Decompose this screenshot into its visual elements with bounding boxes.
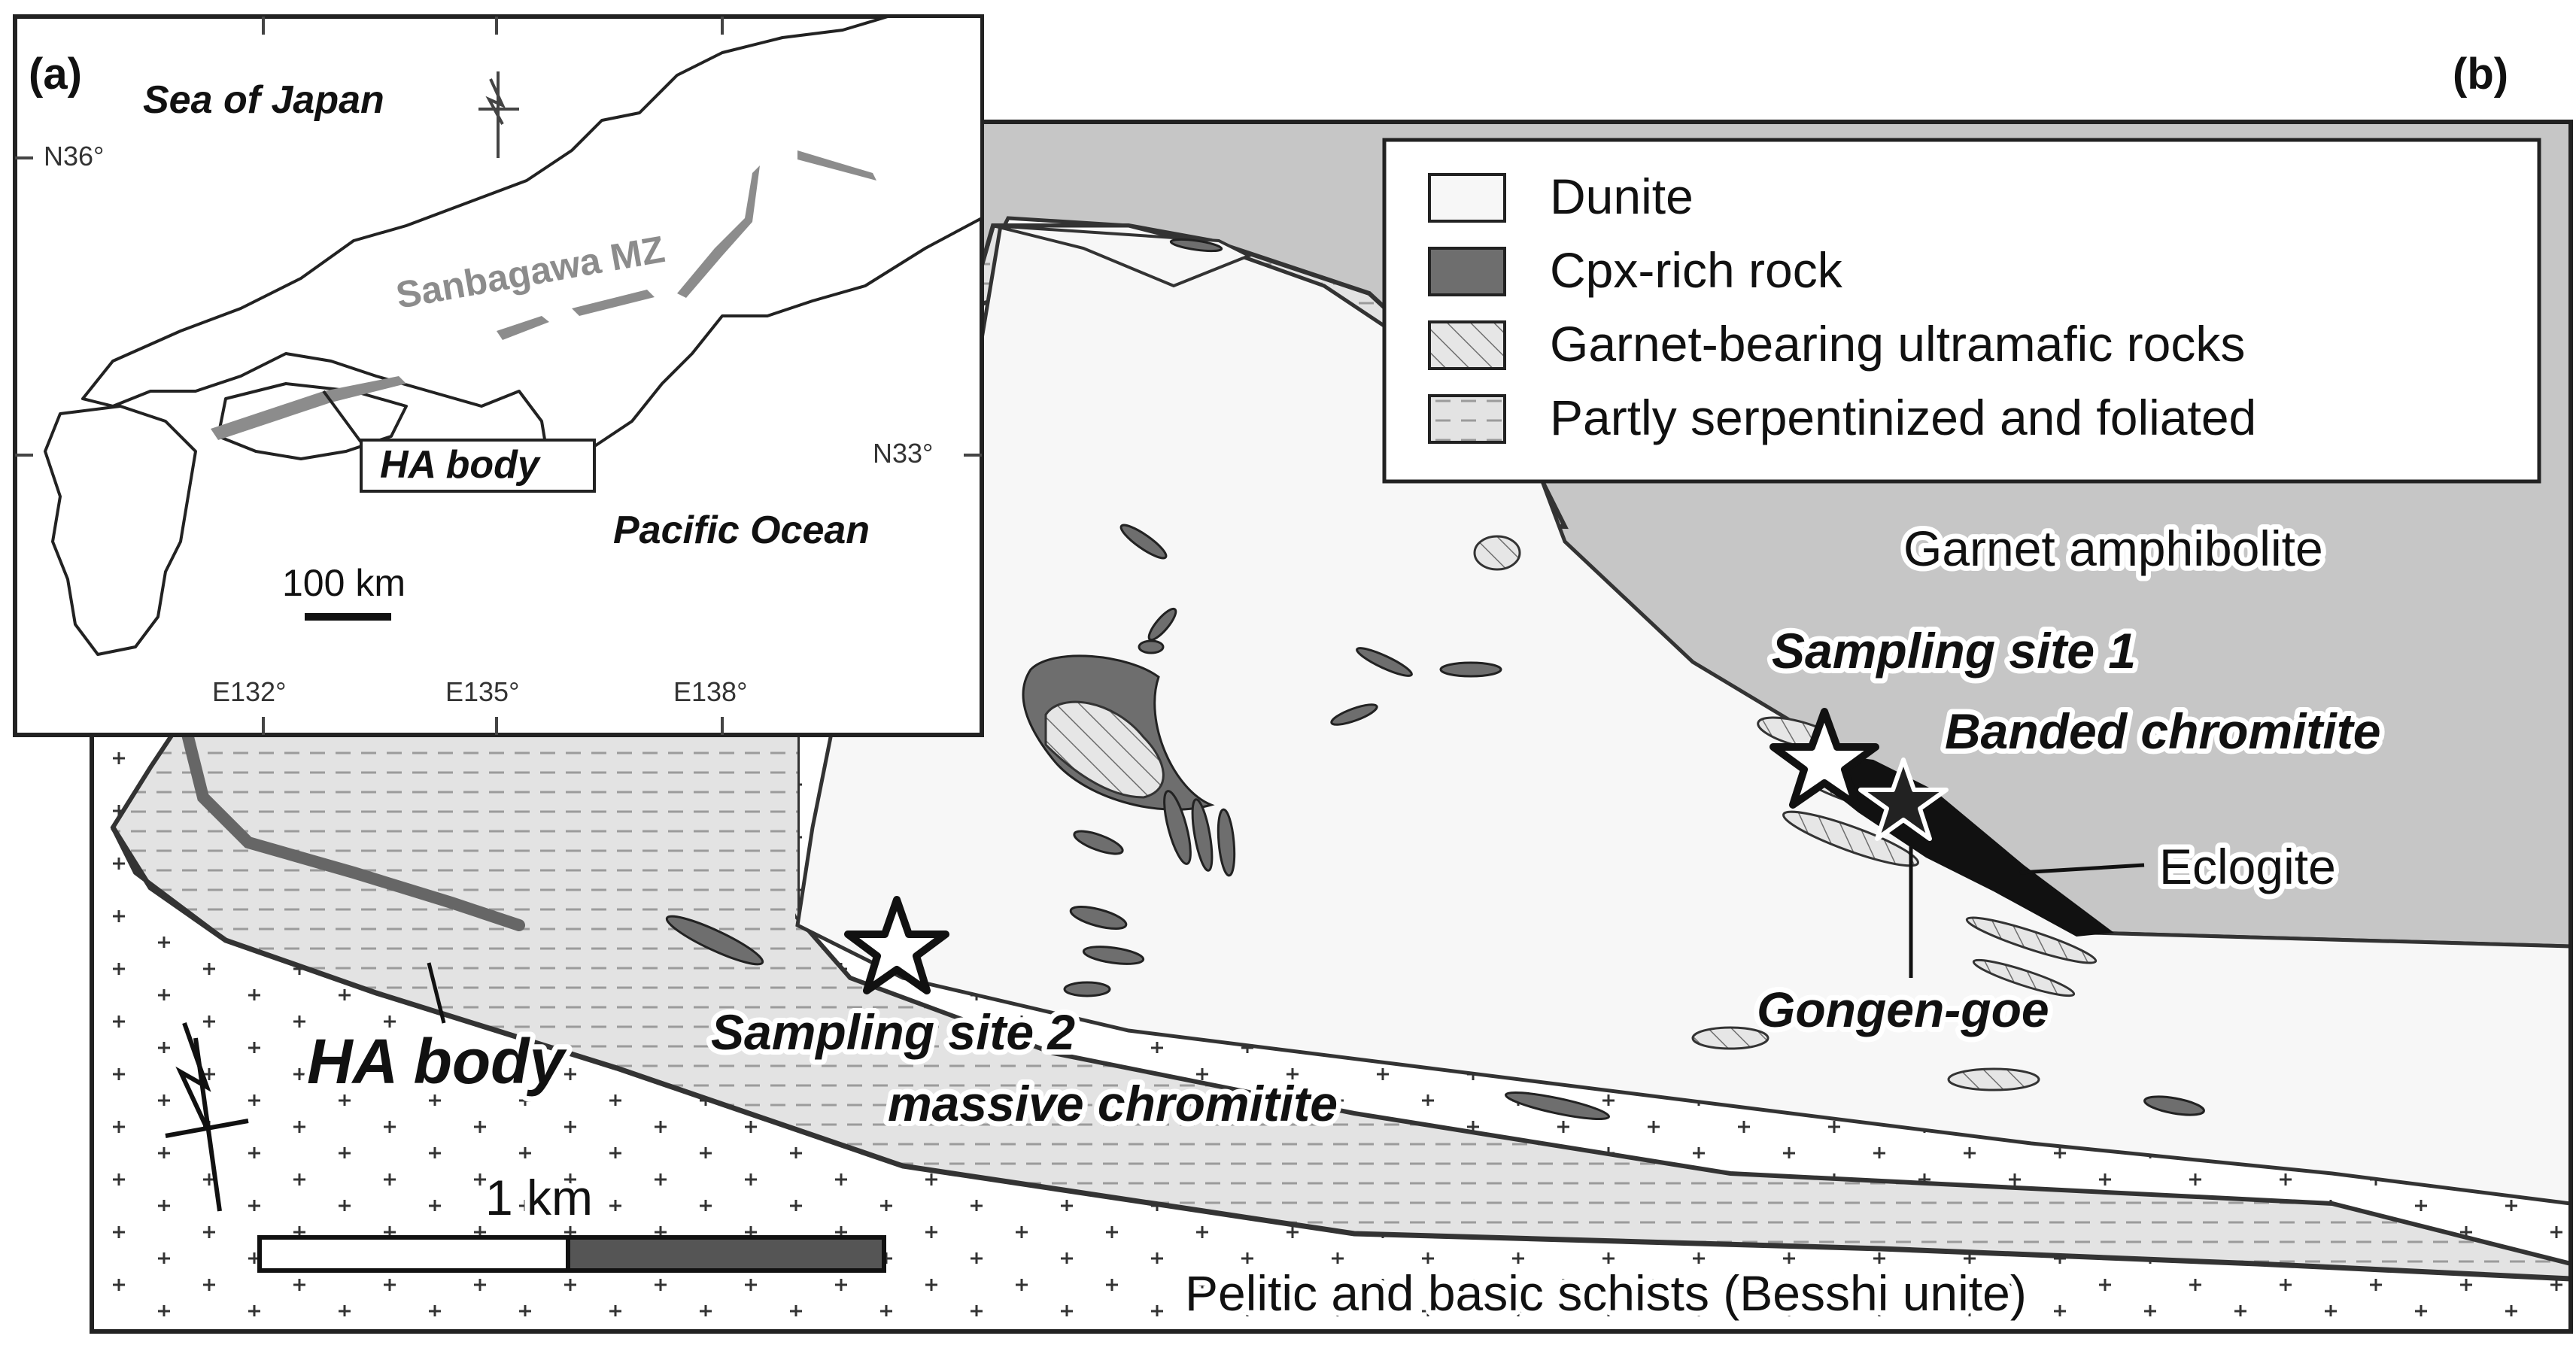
inset-ha-pointer xyxy=(322,390,363,444)
panel-b-letter: (b) xyxy=(2453,50,2508,99)
panel-b-map: Garnet amphibolite Sampling site 1 Bande… xyxy=(88,50,2573,1334)
north-arrow-icon xyxy=(165,1022,249,1212)
sampling-site-2-label: Sampling site 2 xyxy=(711,1004,1075,1060)
legend-swatch-dunite xyxy=(1428,173,1506,223)
pacific-ocean-label: Pacific Ocean xyxy=(613,509,870,552)
ha-body-boundary xyxy=(111,826,2571,1282)
inset-scale-label: 100 km xyxy=(282,562,406,604)
legend-swatch-garnet xyxy=(1428,320,1506,370)
schists-label: Pelitic and basic schists (Besshi unite) xyxy=(1185,1265,2027,1321)
gongen-goe-label: Gongen-goe xyxy=(1757,982,2049,1037)
banded-chromitite-label: Banded chromitite xyxy=(1945,703,2380,759)
lon-label-138: E138° xyxy=(673,676,747,707)
lon-label-132: E132° xyxy=(212,676,286,707)
lat-label-36: N36° xyxy=(44,141,104,172)
sampling-site-1-label: Sampling site 1 xyxy=(1772,623,2136,679)
legend: Dunite Cpx-rich rock Garnet-bearing ultr… xyxy=(1382,138,2541,484)
ha-body-leader xyxy=(427,962,446,1024)
inset-scale-bar xyxy=(305,613,391,621)
japan-landmass xyxy=(44,15,983,656)
scale-bar-label: 1 km xyxy=(485,1170,593,1225)
massive-chromitite-label: massive chromitite xyxy=(888,1076,1338,1131)
legend-label-garnet: Garnet-bearing ultramafic rocks xyxy=(1550,316,2245,372)
garnet-amphibolite-label: Garnet amphibolite xyxy=(1903,521,2323,576)
legend-label-cpx: Cpx-rich rock xyxy=(1550,242,1843,298)
inset-ha-body-box xyxy=(360,439,596,493)
sampling-site-2-star xyxy=(844,896,949,994)
scale-bar xyxy=(257,1235,886,1273)
eclogite-label: Eclogite xyxy=(2159,839,2336,894)
legend-label-serpentinized: Partly serpentinized and foliated xyxy=(1550,390,2256,445)
inset-north-arrow-icon xyxy=(478,71,519,158)
panel-a-inset: HA body (a) Sea of Japan Sanbagawa MZ Pa… xyxy=(13,14,984,737)
garnet-lenses xyxy=(1044,535,2098,1091)
lon-label-135: E135° xyxy=(445,676,519,707)
ha-body-label: HA body xyxy=(307,1026,567,1097)
legend-swatch-cpx xyxy=(1428,247,1506,296)
lat-label-33: N33° xyxy=(873,438,933,469)
sampling-site-1-star xyxy=(1769,708,1879,809)
ha-body-inner-line xyxy=(178,716,525,931)
gongen-goe-star xyxy=(1858,757,1949,841)
inset-ha-body-label: HA body xyxy=(380,443,542,487)
eclogite-leader xyxy=(2019,863,2145,875)
panel-a-letter: (a) xyxy=(29,50,82,99)
legend-label-dunite: Dunite xyxy=(1550,168,1694,224)
legend-swatch-serpentinized xyxy=(1428,394,1506,444)
sea-of-japan-label: Sea of Japan xyxy=(143,78,384,122)
sanbagawa-zone xyxy=(211,150,876,440)
